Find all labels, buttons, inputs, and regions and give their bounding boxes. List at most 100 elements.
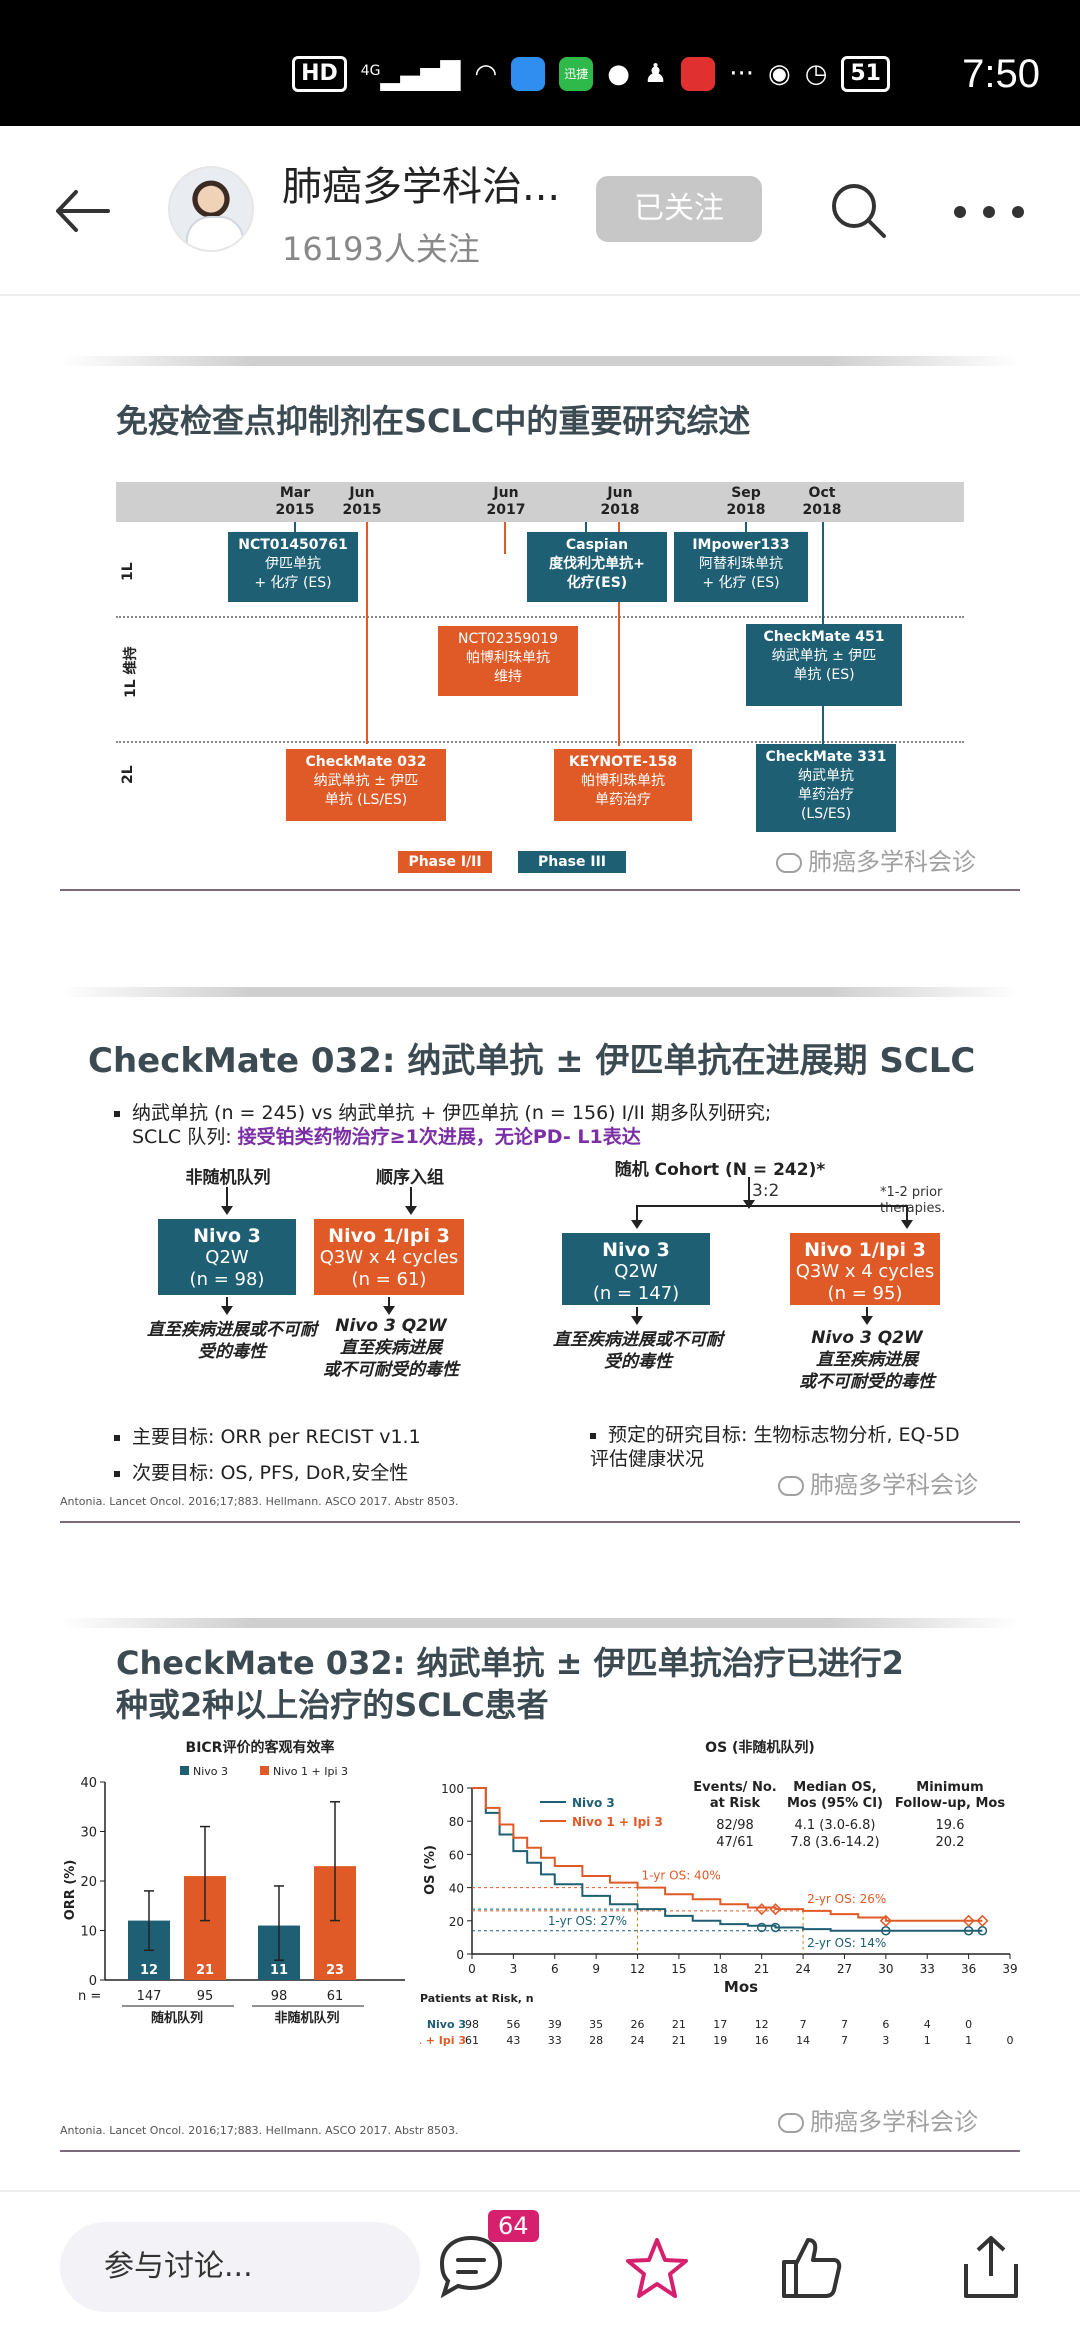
back-button[interactable] [52,186,112,236]
account-title[interactable]: 肺癌多学科治... [282,164,561,210]
bullet-dot [114,1110,120,1117]
flow-arrow [631,1307,643,1325]
censor-mark [756,1922,767,1933]
comments-button[interactable]: 64 [436,2210,539,2310]
flow-arrow [405,1187,417,1215]
star-icon [626,2238,688,2298]
app-notification-icon [511,57,546,91]
flow-arrow [221,1297,233,1315]
clock: 7:50 [962,52,1040,96]
legend-phase-1-2: Phase I/II [398,851,492,873]
series-line [472,1787,983,1932]
favorite-button[interactable] [622,2234,692,2304]
like-button[interactable] [776,2232,846,2302]
y-tick-label: 100 [441,1782,464,1796]
x-tick-label: 33 [920,1962,935,1976]
legend-swatch [260,1766,269,1775]
eye-icon: ◉ [768,59,791,89]
intro-bullet: 纳武单抗 (n = 245) vs 纳武单抗 + 伊匹单抗 (n = 156) … [114,1101,974,1149]
risk-value: 7 [841,2034,848,2047]
censor-mark [962,1914,975,1927]
slide-bottom-rule [60,1521,1020,1523]
data-label: 12 [140,1963,158,1978]
x-tick-label: 24 [795,1962,810,1976]
x-tick-label: 21 [754,1962,769,1976]
primary-endpoint: 主要目标: ORR per RECIST v1.1 [114,1425,421,1449]
risk-value: 24 [631,2034,645,2047]
follow-button[interactable]: 已关注 [596,176,762,242]
row-label-2l: 2L [120,765,136,784]
table-header: Minimum Follow-up, Mos [894,1780,1006,1811]
risk-value: 56 [506,2018,520,2031]
watermark: 肺癌多学科会诊 [778,2102,978,2137]
n-value: 98 [271,1989,288,2004]
x-tick-label: 18 [713,1962,728,1976]
prior-therapies-note: *1-2 prior therapies. [880,1185,946,1216]
label-nonrandom-cohort: 非随机队列 [185,1168,271,1188]
legend-label: Nivo 1 + Ipi 3 [572,1815,663,1829]
comment-icon [439,2235,503,2299]
n-label: n = [78,1989,101,2004]
wechat-icon [778,2113,804,2133]
x-tick-label: 36 [961,1962,976,1976]
risk-value: 7 [841,2018,848,2031]
search-button[interactable] [828,180,888,240]
risk-value: 39 [548,2018,562,2031]
slide-bottom-rule [60,889,1020,891]
annotation: 2-yr OS: 14% [807,1936,886,1950]
risk-series-label: Nivo 3 [427,2018,466,2031]
battery-icon: 51 [841,56,890,92]
legend-swatch [180,1766,189,1775]
penguin-icon: ♟ [643,59,668,89]
search-icon [832,184,886,238]
table-row: 47/61 7.8 (3.6-14.2) 20.2 [716,1835,965,1850]
avatar[interactable] [168,166,254,252]
continuation-text: 直至疾病进展或不可耐受的毒性 [553,1330,723,1372]
y-tick-label: 20 [449,1915,464,1929]
dot-icon [983,206,995,218]
censor-mark [770,1922,781,1933]
wechat-icon [776,853,802,873]
risk-value: 61 [465,2034,479,2047]
more-button[interactable] [954,202,1024,222]
risk-value: 28 [589,2034,603,2047]
follower-count: 16193人关注 [282,230,480,268]
label-random-cohort: 随机 Cohort (N = 242)* [614,1160,826,1180]
y-axis-label: OS (%) [423,1845,438,1895]
share-button[interactable] [956,2232,1026,2302]
secondary-endpoint: 次要目标: OS, PFS, DoR,安全性 [114,1461,408,1485]
slide-top-rule [60,987,1020,997]
slide-top-rule [60,1618,1020,1628]
risk-value: 21 [672,2018,686,2031]
x-tick-label: 3 [510,1962,518,1976]
status-icons: HD 4G▂▄▆█ ◠ 迅捷 ● ♟ ··· ◉ ◷ 51 [292,56,890,92]
branch-line [636,1205,906,1207]
x-tick-label: 9 [592,1962,600,1976]
y-tick-label: 30 [80,1826,97,1841]
n-value: 147 [137,1989,162,2004]
y-tick-label: 80 [449,1815,464,1829]
app-notification-icon [681,57,716,91]
share-icon [964,2236,1018,2298]
chart-title: BICR评价的客观有效率 [186,1739,335,1756]
x-tick-label: 6 [551,1962,559,1976]
y-tick-label: 20 [80,1875,97,1890]
y-tick-label: 0 [89,1974,97,1989]
risk-value: 4 [924,2018,931,2031]
censor-mark [755,1903,768,1916]
watermark: 肺癌多学科会诊 [776,842,976,877]
n-value: 61 [327,1989,344,2004]
timeline-date-bar [116,482,964,522]
annotation: 1-yr OS: 27% [548,1914,627,1928]
risk-value: 6 [882,2018,889,2031]
comment-input[interactable]: 参与讨论... [60,2222,420,2312]
wifi-icon: ◠ [474,59,498,89]
